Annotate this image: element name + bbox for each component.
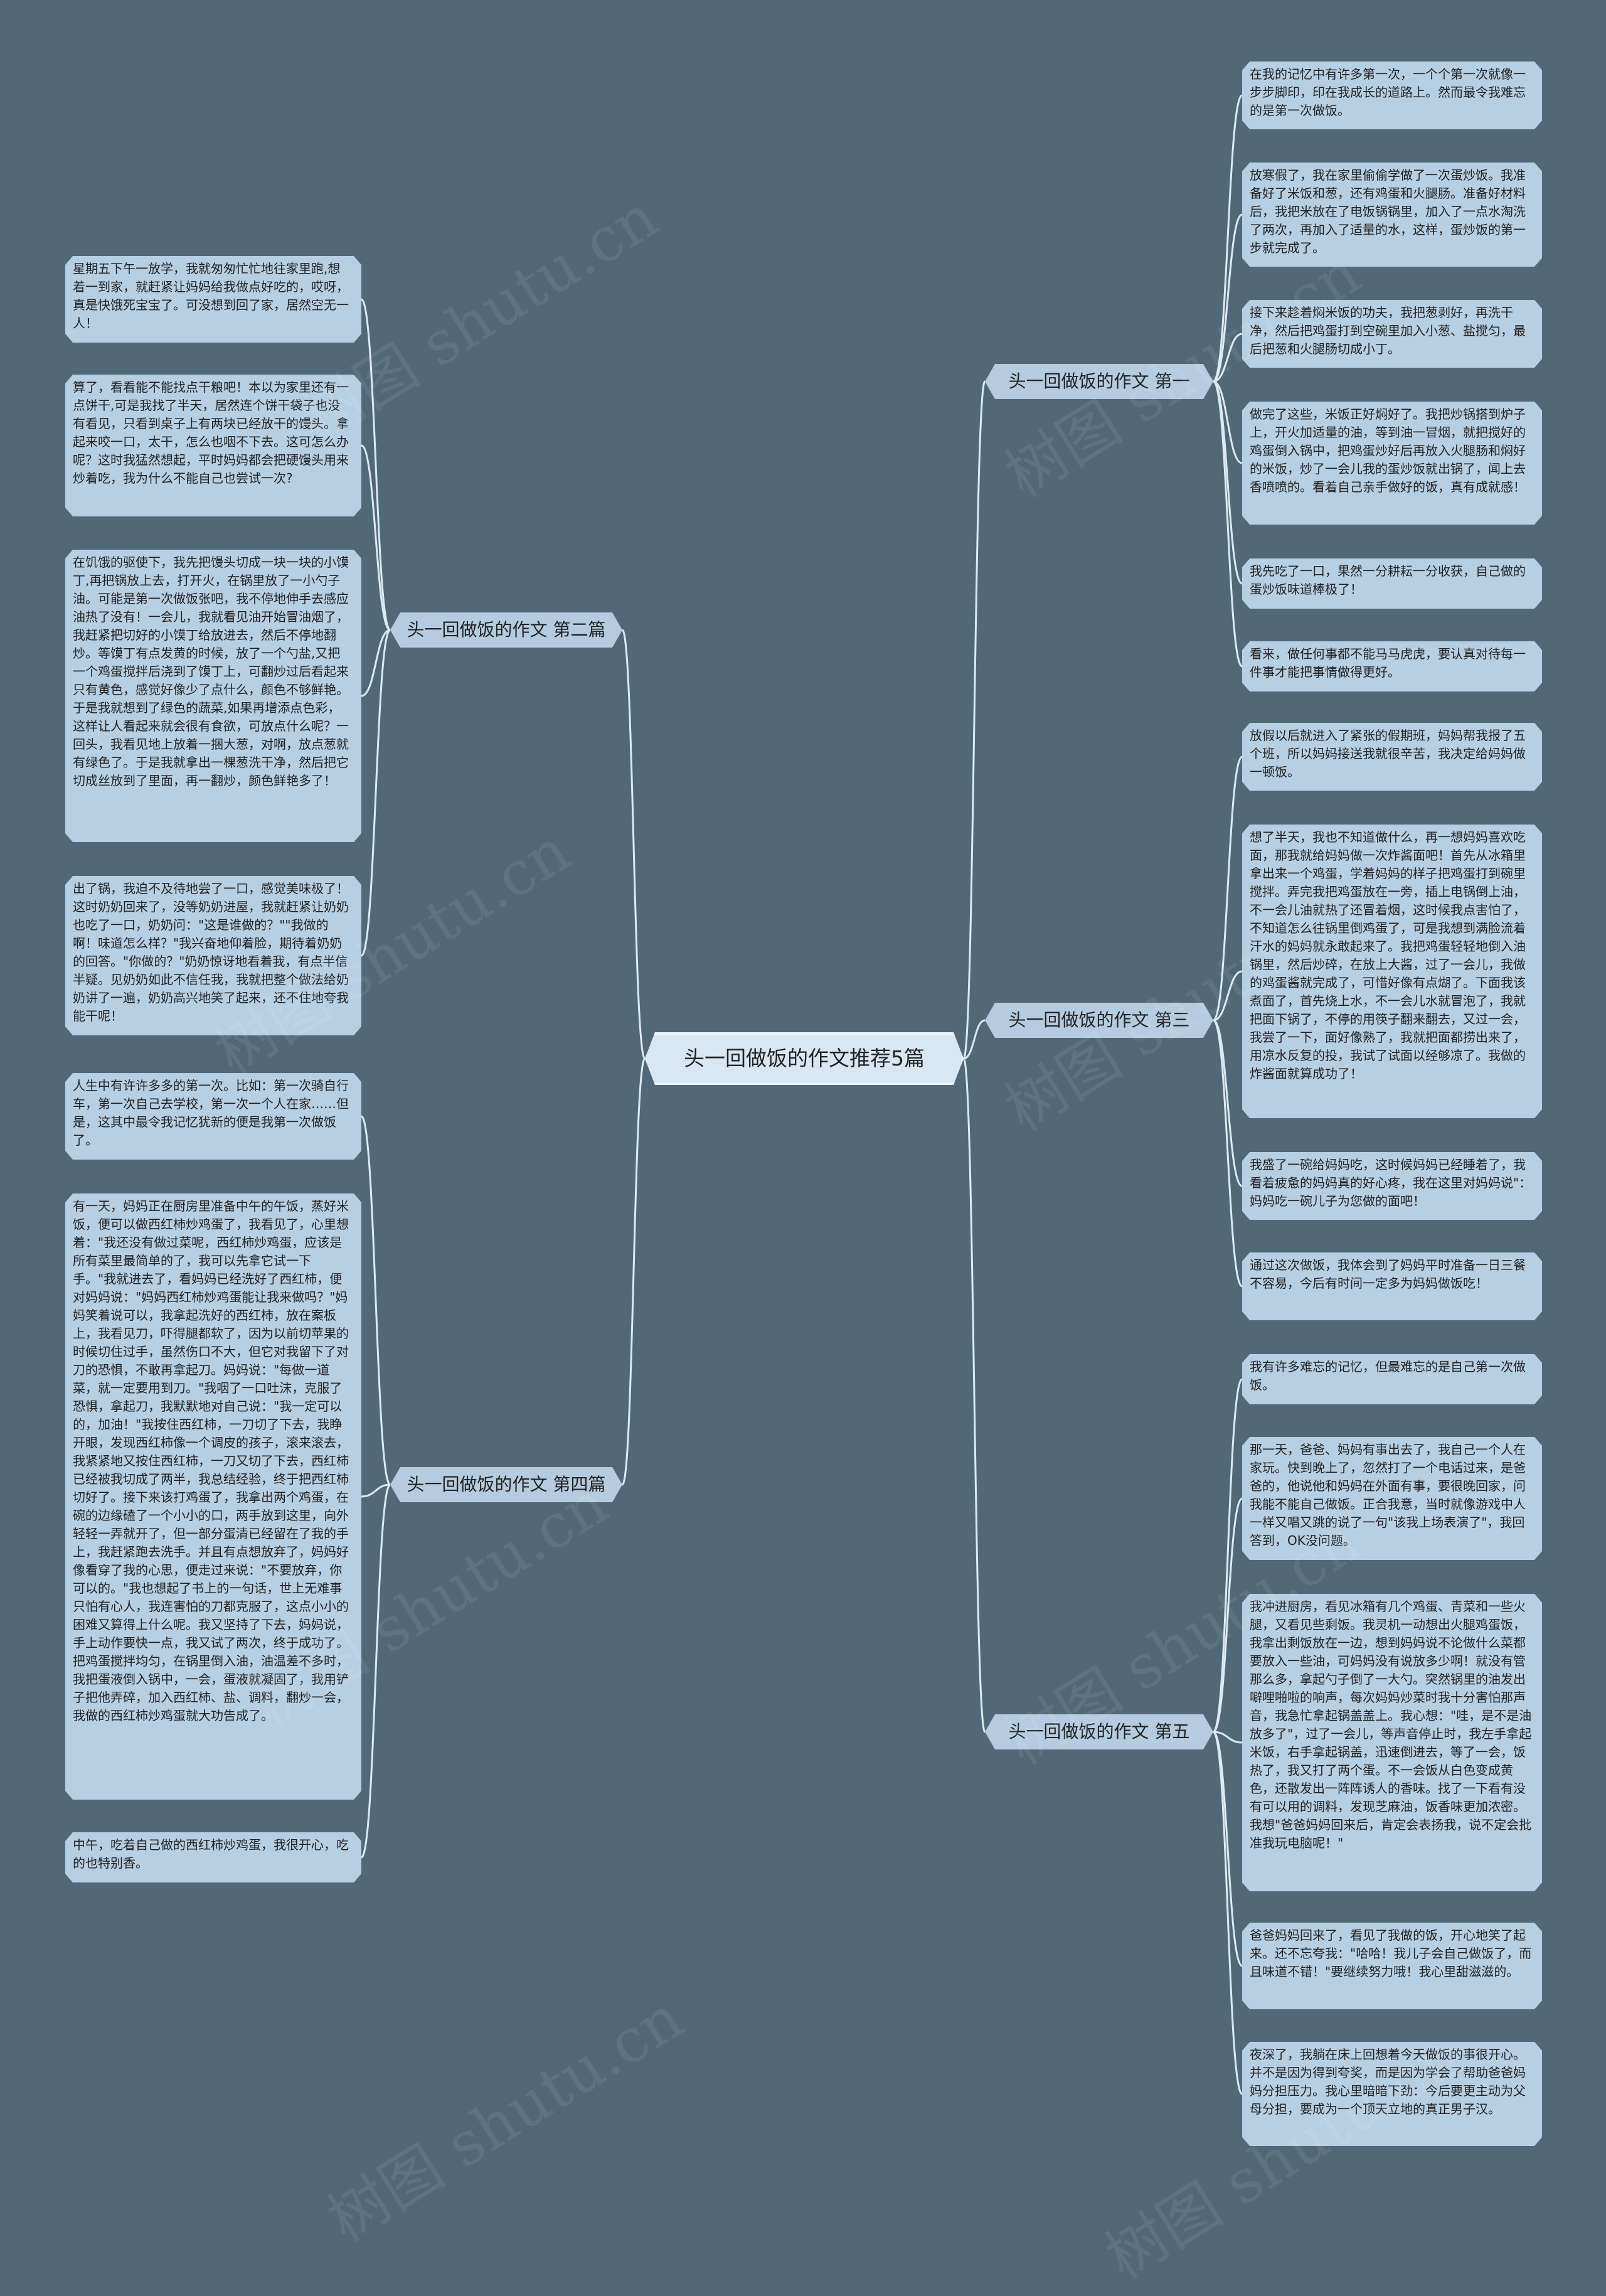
leaf-node[interactable]: 通过这次做饭，我体会到了妈妈平时准备一日三餐不容易，今后有时间一定多为妈妈做饭吃… xyxy=(1242,1252,1542,1320)
branch-node-2[interactable]: 头一回做饭的作文 第二篇 xyxy=(390,612,622,648)
connector-line xyxy=(1212,1019,1243,1288)
leaf-node[interactable]: 我先吃了一口，果然一分耕耘一分收获，自己做的蛋炒饭味道棒极了！ xyxy=(1242,558,1542,609)
root-node[interactable]: 头一回做饭的作文推荐5篇 xyxy=(645,1032,964,1085)
leaf-node[interactable]: 在我的记忆中有许多第一次，一个个第一次就像一步步脚印，印在我成长的道路上。然而最… xyxy=(1242,61,1542,129)
connector-line xyxy=(962,1057,986,1733)
connector-line xyxy=(360,298,391,631)
leaf-node[interactable]: 我盛了一碗给妈妈吃，这时候妈妈已经睡着了，我看着疲惫的妈妈真的好心疼，我在这里对… xyxy=(1242,1152,1542,1220)
leaf-node[interactable]: 那一天，爸爸、妈妈有事出去了，我自己一个人在家玩。快到晚上了，忽然打了一个电话过… xyxy=(1242,1437,1542,1560)
leaf-node[interactable]: 看来，做任何事都不能马马虎虎，要认真对待每一件事才能把事情做得更好。 xyxy=(1242,641,1542,691)
branch-node-1[interactable]: 头一回做饭的作文 第一篇 xyxy=(985,364,1213,399)
connector-line xyxy=(621,629,646,1060)
connector-line xyxy=(1213,213,1243,383)
leaf-node[interactable]: 做完了这些，米饭正好焖好了。我把炒锅搭到炉子上，开火加适量的油，等到油一冒烟，就… xyxy=(1242,402,1542,525)
leaf-node[interactable]: 人生中有许许多多的第一次。比如：第一次骑自行车，第一次自己去学校，第一次一个人在… xyxy=(65,1073,361,1160)
connector-line xyxy=(1213,380,1243,464)
leaf-node[interactable]: 想了半天，我也不知道做什么，再一想妈妈喜欢吃面，那我就给妈妈做一次炸酱面吧！首先… xyxy=(1242,825,1542,1118)
connector-line xyxy=(1212,756,1243,1022)
leaf-node[interactable]: 在饥饿的驱使下，我先把馒头切成一块一块的小馍丁,再把锅放上去，打开火，在锅里放了… xyxy=(65,550,361,842)
connector-line xyxy=(1212,1497,1243,1733)
connector-line xyxy=(1213,380,1243,585)
leaf-node[interactable]: 夜深了，我躺在床上回想着今天做饭的事很开心。并不是因为得到夸奖，而是因为学会了帮… xyxy=(1242,2042,1542,2146)
branch-node-4[interactable]: 头一回做饭的作文 第四篇 xyxy=(390,1467,622,1502)
connector-line xyxy=(1212,94,1243,383)
connector-line xyxy=(360,1483,391,1859)
leaf-node[interactable]: 出了锅，我迫不及待地尝了一口，感觉美味极了！这时奶奶回来了，没等奶奶进屋，我就赶… xyxy=(65,876,361,1035)
leaf-node[interactable]: 中午，吃着自己做的西红柿炒鸡蛋，我很开心，吃的也特别香。 xyxy=(65,1832,361,1882)
connector-line xyxy=(360,629,391,957)
leaf-node[interactable]: 星期五下午一放学，我就匆匆忙忙地往家里跑,想着一到家，就赶紧让妈妈给我做点好吃的… xyxy=(65,256,361,343)
leaf-node[interactable]: 爸爸妈妈回来了，看见了我做的饭，开心地笑了起来。还不忘夸我："哈哈！我儿子会自己… xyxy=(1242,1923,1542,2009)
connector-line xyxy=(360,1115,391,1486)
connector-line xyxy=(361,1483,391,1498)
connector-line xyxy=(1213,1731,1243,1744)
connector-line xyxy=(1212,1378,1243,1733)
connector-line xyxy=(361,444,391,631)
connector-line xyxy=(962,380,986,1060)
leaf-node[interactable]: 我冲进厨房，看见冰箱有几个鸡蛋、青菜和一些火腿，又看见些剩饭。我灵机一动想出火腿… xyxy=(1242,1594,1542,1891)
branch-node-3[interactable]: 头一回做饭的作文 第三篇 xyxy=(985,1003,1213,1038)
connector-line xyxy=(1213,333,1243,383)
connector-line xyxy=(1212,380,1243,668)
connector-line xyxy=(1212,1731,1243,2095)
leaf-node[interactable]: 放假以后就进入了紧张的假期班，妈妈帮我报了五个班，所以妈妈接送我就很辛苦，我决定… xyxy=(1242,723,1542,791)
connector-line xyxy=(1213,970,1243,1022)
leaf-node[interactable]: 放寒假了，我在家里偷偷学做了一次蛋炒饭。我准备好了米饭和葱，还有鸡蛋和火腿肠。准… xyxy=(1242,163,1542,267)
connector-lines xyxy=(360,94,1243,2095)
leaf-node[interactable]: 接下来趁着焖米饭的功夫，我把葱剥好，再洗干净，然后把鸡蛋打到空碗里加入小葱、盐搅… xyxy=(1242,300,1542,368)
leaf-node[interactable]: 有一天，妈妈正在厨房里准备中午的午饭，蒸好米饭，便可以做西红柿炒鸡蛋了，我看见了… xyxy=(65,1193,361,1800)
connector-line xyxy=(963,1019,986,1060)
leaf-node[interactable]: 我有许多难忘的记忆，但最难忘的是自己第一次做饭。 xyxy=(1242,1354,1542,1404)
connector-line xyxy=(621,1057,646,1486)
leaf-node[interactable]: 算了，看看能不能找点干粮吧！本以为家里还有一点饼干,可是我找了半天，居然连个饼干… xyxy=(65,375,361,516)
connector-line xyxy=(361,629,391,697)
